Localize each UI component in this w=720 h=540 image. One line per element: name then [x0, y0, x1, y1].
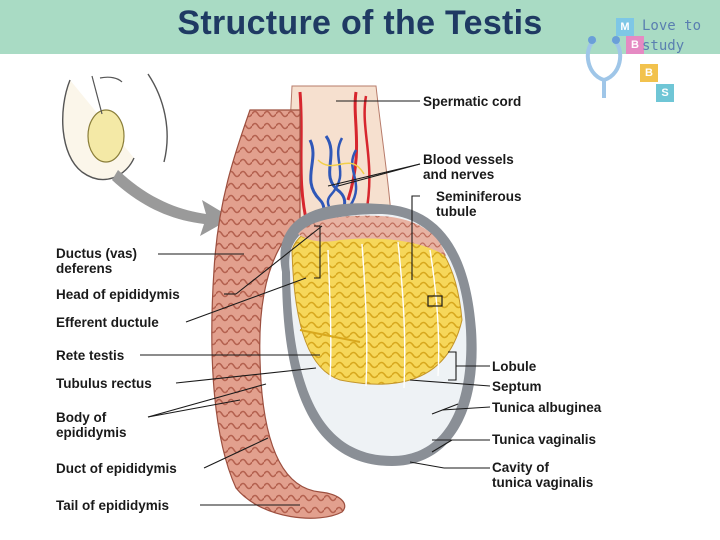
- logo-letter-s: S: [656, 84, 674, 102]
- label-cavity-line1: Cavity of: [492, 460, 550, 475]
- epididymis-shape: [211, 109, 346, 519]
- stethoscope-icon: [585, 36, 623, 98]
- label-septum: Septum: [492, 379, 542, 394]
- label-lobule: Lobule: [492, 359, 537, 374]
- logo-letter-m: M: [616, 18, 634, 36]
- label-duct-of-epididymis: Duct of epididymis: [56, 461, 177, 476]
- logo-text-line1: Love to: [642, 18, 702, 34]
- label-tunica-albuginea: Tunica albuginea: [492, 400, 602, 415]
- brand-logo: M B B S Love to study: [582, 14, 712, 110]
- leader-lines: [140, 100, 491, 506]
- page-title: Structure of the Testis: [177, 4, 543, 42]
- label-cavity-line2: tunica vaginalis: [492, 475, 594, 490]
- logo-letter-b1: B: [626, 36, 644, 54]
- label-body-line2: epididymis: [56, 425, 127, 440]
- label-seminiferous-line1: Seminiferous: [436, 189, 522, 204]
- label-head-of-epididymis: Head of epididymis: [56, 287, 180, 302]
- testis-shape: [280, 203, 477, 466]
- label-tail-of-epididymis: Tail of epididymis: [56, 498, 170, 513]
- label-efferent-ductule: Efferent ductule: [56, 315, 159, 330]
- label-seminiferous-line2: tubule: [436, 204, 477, 219]
- label-ductus-line2: deferens: [56, 261, 113, 276]
- title-bar: [0, 0, 720, 54]
- label-tunica-vaginalis: Tunica vaginalis: [492, 432, 597, 447]
- label-ductus-line1: Ductus (vas): [56, 246, 138, 261]
- label-tubulus-rectus: Tubulus rectus: [56, 376, 152, 391]
- label-body-line1: Body of: [56, 410, 107, 425]
- label-rete-testis: Rete testis: [56, 348, 125, 363]
- logo-letter-b2: B: [640, 64, 658, 82]
- label-blood-vessels-line2: and nerves: [423, 167, 495, 182]
- label-spermatic-cord: Spermatic cord: [423, 94, 522, 109]
- logo-text-line2: study: [642, 38, 685, 54]
- inset-body-figure: [62, 73, 168, 181]
- arrow-icon: [112, 170, 232, 236]
- label-blood-vessels-line1: Blood vessels: [423, 152, 514, 167]
